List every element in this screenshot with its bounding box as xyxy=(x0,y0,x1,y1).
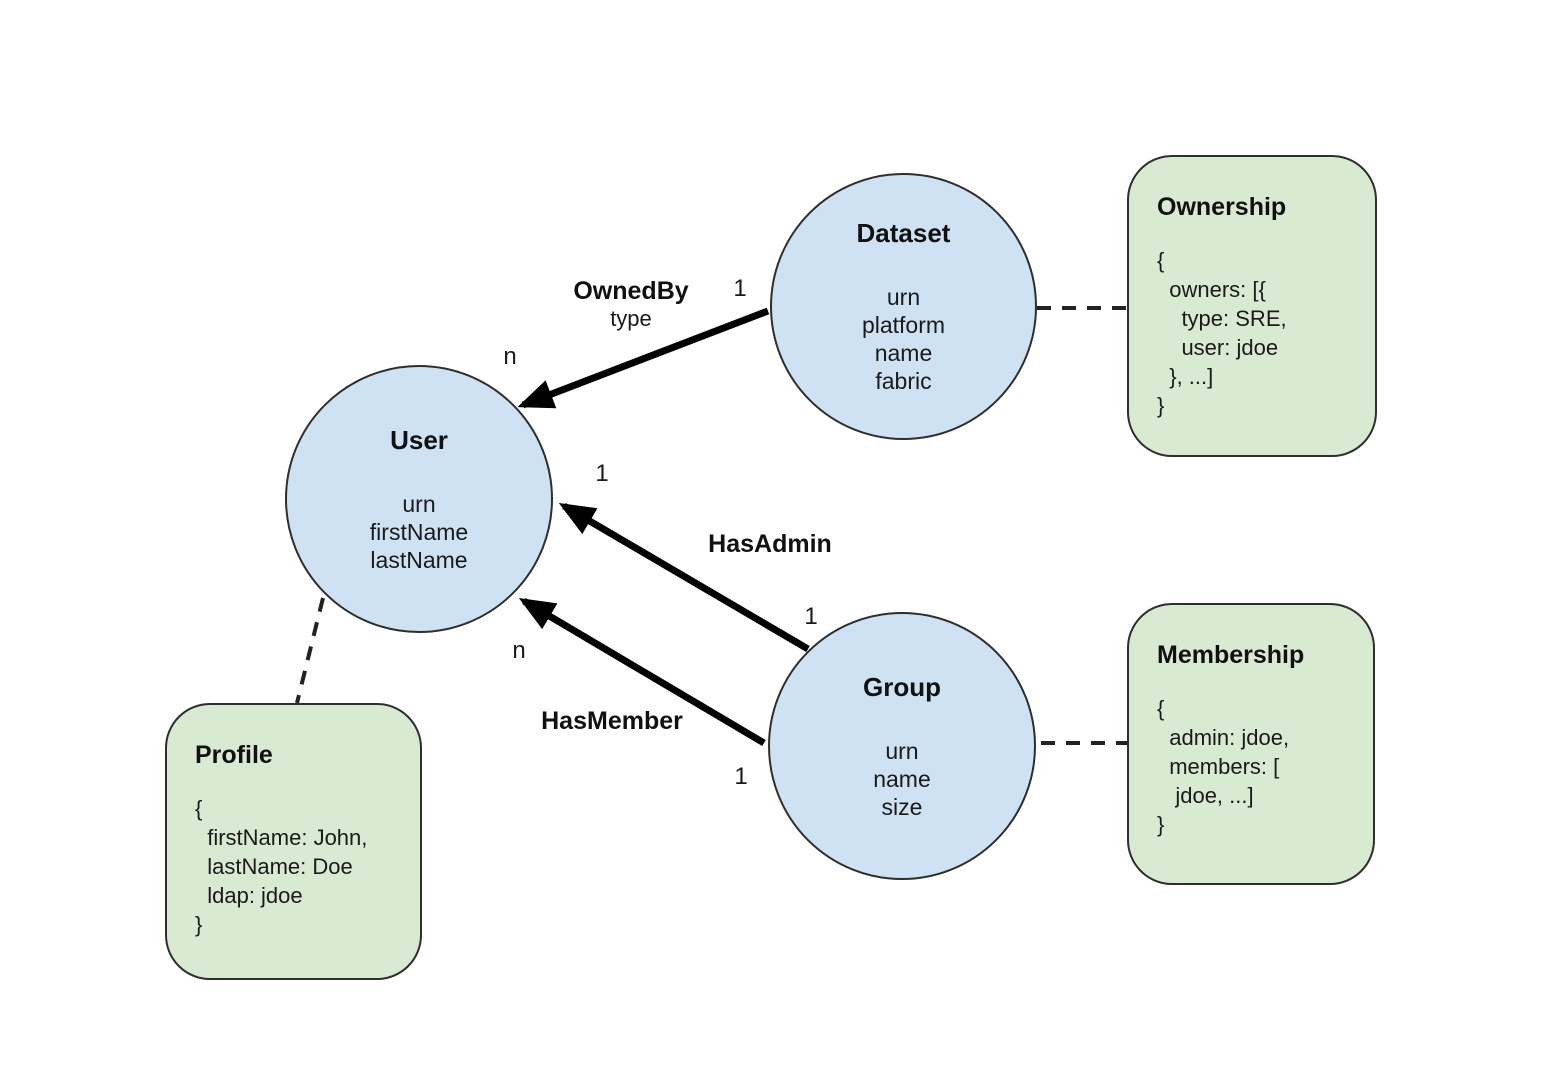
cardinality-hasmember-target: n xyxy=(512,637,526,664)
cardinality-hasadmin-source: 1 xyxy=(804,603,818,630)
entity-dataset-title: Dataset xyxy=(856,218,951,248)
has-admin-name: HasAdmin xyxy=(708,530,832,558)
has-admin-arrow xyxy=(558,502,810,653)
aspect-membership: Membership { admin: jdoe, members: [ jdo… xyxy=(1127,603,1375,885)
entity-user-attributes: urn firstName lastName xyxy=(369,490,469,573)
aspect-membership-body: { admin: jdoe, members: [ jdoe, ...] } xyxy=(1157,696,1290,837)
has-admin-label: HasAdmin xyxy=(708,529,832,559)
cardinality-ownedby-target: n xyxy=(503,343,517,370)
aspect-ownership-title: Ownership xyxy=(1157,193,1287,221)
cardinality-hasmember-source: 1 xyxy=(734,763,748,790)
entity-dataset-attributes: urn platform name fabric xyxy=(861,284,946,394)
aspect-profile-body: { firstName: John, lastName: Doe ldap: j… xyxy=(195,796,368,937)
aspect-profile-title: Profile xyxy=(195,741,273,769)
aspect-membership-title: Membership xyxy=(1157,641,1305,669)
entity-dataset: Dataset urn platform name fabric xyxy=(770,173,1037,440)
entity-group-attributes: urn name size xyxy=(873,737,931,820)
entity-user: User urn firstName lastName xyxy=(285,365,553,633)
aspect-ownership: Ownership { owners: [{ type: SRE, user: … xyxy=(1127,155,1377,457)
cardinality-hasadmin-target: 1 xyxy=(595,460,609,487)
has-member-label: HasMember xyxy=(541,706,683,736)
owned-by-name: OwnedBy xyxy=(573,277,689,305)
owned-by-attribute: type xyxy=(610,306,652,331)
aspect-profile: Profile { firstName: John, lastName: Doe… xyxy=(165,703,422,980)
has-member-arrow xyxy=(518,597,766,747)
has-member-name: HasMember xyxy=(541,707,683,735)
owned-by-arrow xyxy=(517,307,770,409)
cardinality-ownedby-source: 1 xyxy=(733,275,747,302)
entity-user-title: User xyxy=(390,424,448,455)
entity-group-title: Group xyxy=(863,671,941,702)
entity-group: Group urn name size xyxy=(768,612,1036,880)
user-profile-link xyxy=(295,597,325,704)
aspect-ownership-body: { owners: [{ type: SRE, user: jdoe }, ..… xyxy=(1157,248,1287,418)
owned-by-label: OwnedBy type xyxy=(573,276,688,332)
